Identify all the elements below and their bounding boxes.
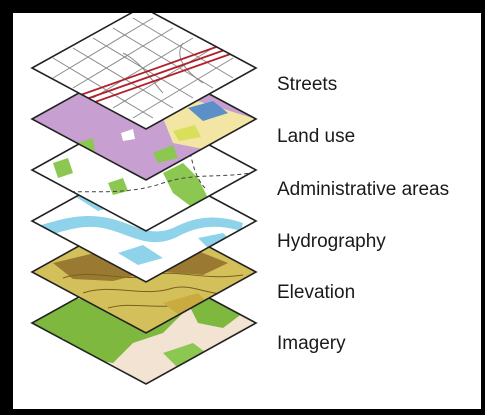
label-streets: Streets	[277, 74, 338, 95]
label-administrative-areas: Administrative areas	[277, 179, 450, 200]
label-imagery: Imagery	[277, 333, 346, 354]
layer-stack	[30, 13, 258, 385]
diagram-frame: Streets Land use Administrative areas Hy…	[13, 13, 481, 409]
label-hydrography: Hydrography	[277, 231, 386, 252]
layer-streets	[30, 13, 258, 130]
label-land-use: Land use	[277, 126, 356, 147]
label-elevation: Elevation	[277, 282, 356, 303]
